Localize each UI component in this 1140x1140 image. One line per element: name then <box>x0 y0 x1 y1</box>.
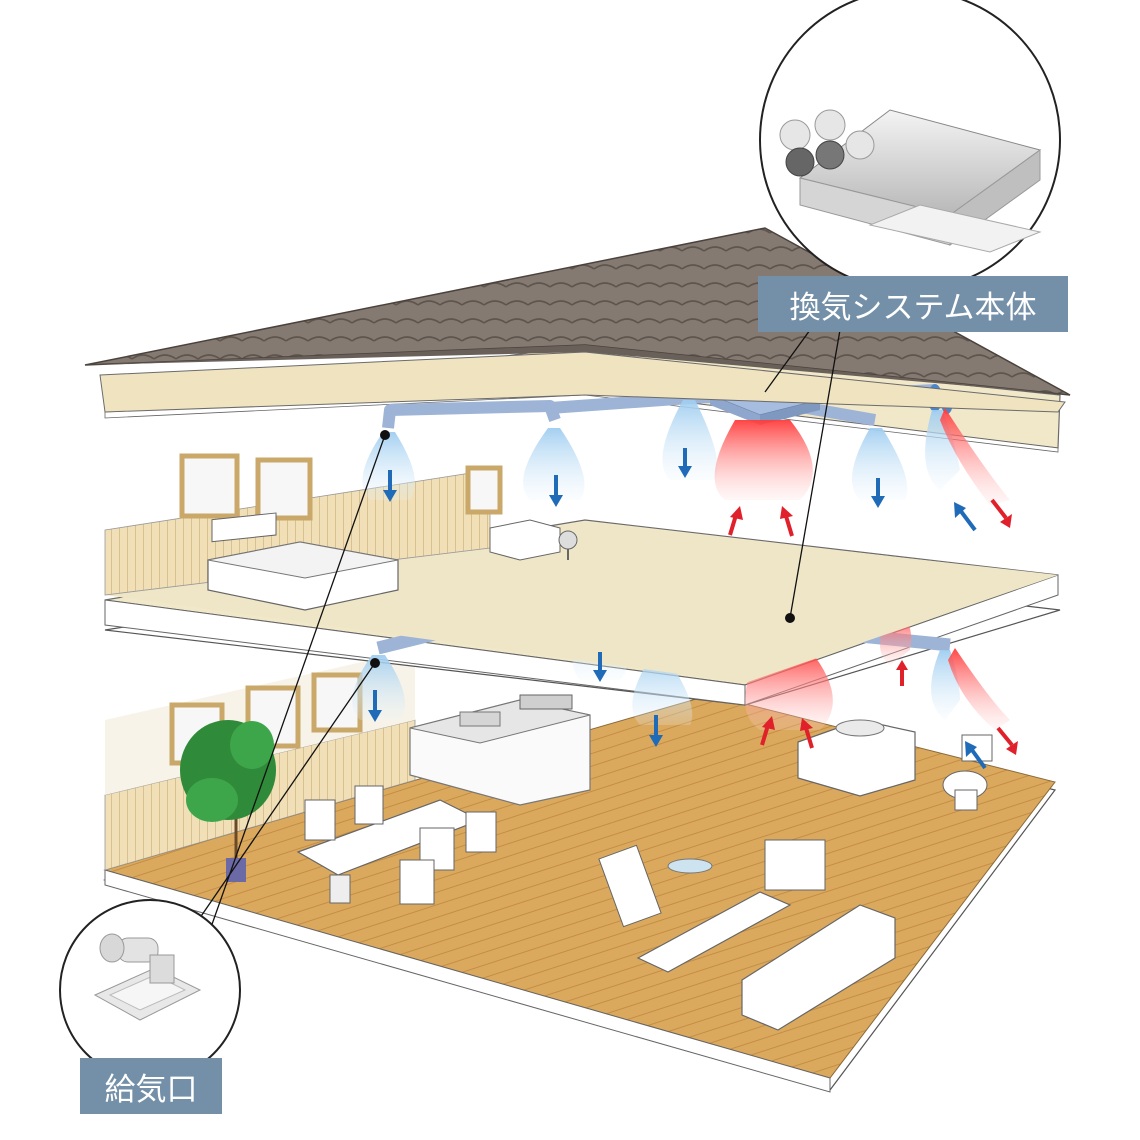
kitchen-counter <box>409 694 591 806</box>
roof <box>84 227 1071 413</box>
ground-floor <box>102 650 1057 1093</box>
blue-arrow-icon <box>871 478 885 508</box>
dining-set <box>296 785 497 905</box>
supply-diffuser-icon <box>93 933 202 1021</box>
ventilation-unit-icon <box>779 109 1042 253</box>
exhaust-arrows <box>728 498 1018 755</box>
bed-icon <box>207 512 399 611</box>
blue-arrow-icon <box>593 652 607 682</box>
airflow-2f <box>362 400 1010 505</box>
red-arrow-icon <box>780 506 794 537</box>
living-set <box>598 839 896 1031</box>
blue-arrow-icon <box>649 715 663 747</box>
plant-icon <box>180 720 276 882</box>
blue-arrow-icon <box>965 741 987 770</box>
red-arrow-icon <box>990 498 1012 528</box>
second-floor-room <box>104 453 1058 683</box>
blue-arrow-icon <box>383 470 397 502</box>
red-arrow-icon <box>728 506 743 536</box>
bathroom <box>797 719 993 811</box>
supply-label: 給気口 <box>80 1058 222 1114</box>
blue-arrow-icon <box>549 475 563 507</box>
blue-arrow-icon <box>678 448 692 478</box>
callout-lines <box>194 329 841 931</box>
red-arrow-icon <box>896 660 908 686</box>
blue-arrow-icon <box>954 502 977 532</box>
red-arrow-icon <box>800 718 814 749</box>
red-arrow-icon <box>996 726 1018 755</box>
desk-icon <box>489 519 578 561</box>
red-arrow-icon <box>760 716 775 746</box>
unit-label: 換気システム本体 <box>758 276 1068 332</box>
supply-callout <box>59 899 241 1081</box>
unit-callout <box>759 0 1061 291</box>
blue-arrow-icon <box>368 690 382 722</box>
supply-arrows <box>368 448 987 770</box>
